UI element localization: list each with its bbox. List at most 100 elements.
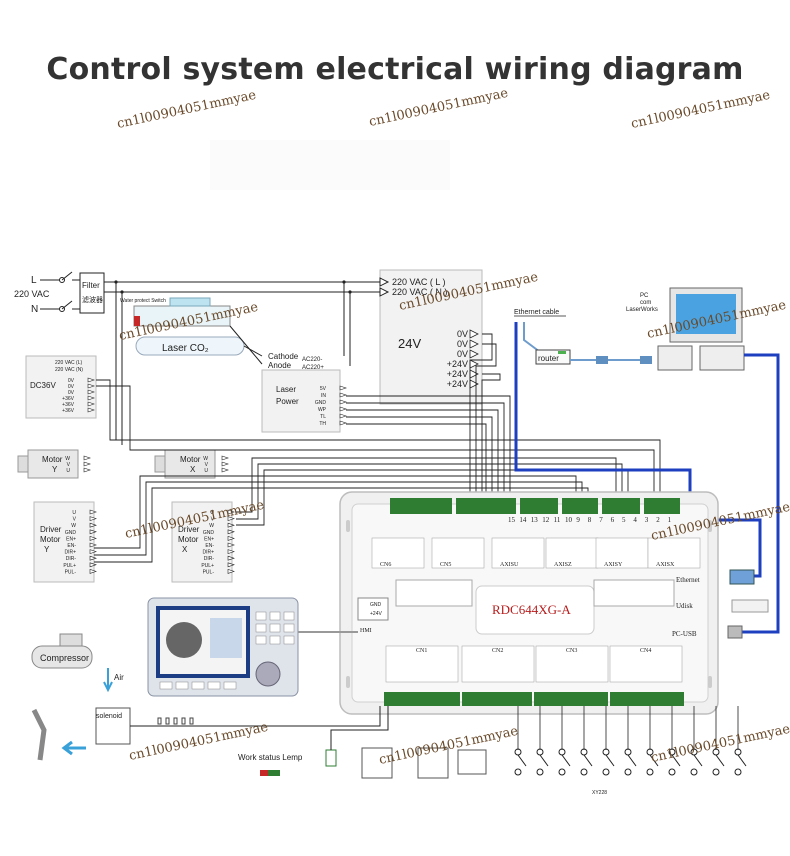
water-switch-label: Water protect Switch (120, 298, 166, 304)
limit-switch-lever (539, 754, 549, 767)
watermark-text: cn1l00904051mmyae (116, 88, 258, 132)
limit-switch-icon (668, 768, 676, 776)
driver-x-terminal (227, 549, 235, 555)
limit-switch-icon (690, 768, 698, 776)
limit-switch-lever (627, 754, 637, 767)
top-pin-number: 8 (588, 516, 592, 524)
driver-x-pin: DIR- (204, 556, 215, 562)
pc-label: PC (640, 293, 649, 299)
ac-input: L 220 VAC N Filter 滤波器 (14, 271, 380, 445)
dc36-out-pin: 0V (68, 378, 75, 384)
driver-y-terminal (89, 516, 97, 522)
filter-cn-label: 滤波器 (82, 295, 103, 304)
driver-x-pin: GND (203, 530, 215, 536)
driver-x-terminal (227, 555, 235, 561)
udisk-port-label: Udisk (676, 602, 693, 610)
solenoid-icon (95, 707, 131, 745)
bottom-connector-group (609, 645, 683, 683)
driver-y-label-1: Driver (40, 525, 62, 534)
dc36-in-l: 220 VAC (L) (55, 360, 82, 366)
driver-y-terminal (89, 522, 97, 528)
limit-switch-lever (517, 754, 527, 767)
driver-y-terminal (89, 535, 97, 541)
driver-x-terminal (227, 529, 235, 535)
top-connector-label: AXISU (500, 562, 519, 568)
signal-wire (346, 416, 493, 498)
limit-switch-lever (737, 754, 747, 767)
bottom-peripherals: Work status Lemp XY228 (238, 706, 747, 796)
driver-x-pin: DIR+ (202, 550, 214, 556)
motor-x-pin: V (205, 462, 209, 468)
psu-output-label: +24V (447, 359, 468, 369)
xy-label: XY228 (592, 790, 607, 796)
pc-com-label: com (640, 300, 651, 306)
dc36-out-pin: 0V (68, 384, 75, 390)
laser-power-label-1: Laser (276, 385, 296, 394)
dc36-out-pin: +36V (62, 402, 74, 408)
watermark-text: cn1l00904051mmyae (630, 88, 772, 132)
dc36-label: DC36V (30, 381, 56, 390)
limit-switch-icon (580, 768, 588, 776)
diagram-title: Control system electrical wiring diagram (46, 52, 744, 87)
router-label: router (538, 354, 559, 363)
driver-x-terminal (227, 542, 235, 548)
limit-switch-lever (671, 754, 681, 767)
psu-output-label: 0V (457, 329, 468, 339)
ethernet-port-icon (729, 569, 755, 585)
driver-y-axis: Y (44, 545, 50, 554)
psu-output-terminal (469, 349, 479, 359)
motor-x-terminal (221, 455, 229, 461)
top-connector-label: AXISX (656, 562, 675, 568)
hmi-gnd-pin: GND (370, 602, 382, 608)
driver-y-pin: GND (65, 530, 77, 536)
driver-x-pin: V (211, 517, 215, 523)
ethernet-cable-label: Ethernet cable (514, 309, 559, 316)
pcusb-port-label: PC-USB (672, 630, 697, 638)
limit-switch-icon (558, 768, 566, 776)
driver-y-terminal (89, 549, 97, 555)
limit-switch-icon (514, 768, 522, 776)
limit-switch-lever (649, 754, 659, 767)
laser-power-io-pin: TL (320, 414, 326, 420)
signal-wire (236, 469, 629, 526)
hmi-panel (147, 597, 358, 697)
motor-y-terminal (83, 455, 91, 461)
dc36-out-terminal (87, 377, 95, 383)
driver-y-pin: EN- (67, 543, 76, 549)
driver-x: Driver Motor X UVWGNDEN+EN-DIR+DIR-PUL+P… (171, 501, 235, 583)
driver-y-pin: DIR+ (64, 550, 76, 556)
watermark-text: cn1l00904051mmyae (368, 86, 510, 130)
driver-y-pin: PUL- (65, 569, 77, 575)
anode-label: Anode (268, 361, 292, 370)
laser-head-icon (31, 708, 47, 761)
neutral-label: N (31, 304, 38, 315)
bottom-connector-label: CN2 (492, 648, 503, 654)
hmi-24v-pin: +24V (370, 611, 382, 617)
dc36-out-terminal (87, 401, 95, 407)
dc36-out-pin: 0V (68, 390, 75, 396)
driver-x-pin: U (210, 510, 214, 516)
motor-y-pin: U (66, 468, 70, 474)
psu-voltage: 24V (398, 336, 421, 351)
work-lamp-label: Work status Lemp (238, 753, 303, 762)
usb-plug-icon (727, 625, 743, 639)
driver-x-label-1: Driver (178, 525, 200, 534)
signal-wire (94, 481, 583, 556)
driver-y-terminal (89, 562, 97, 568)
psu-output-label: +24V (447, 379, 468, 389)
top-pin-number: 2 (656, 516, 660, 524)
motor-x-axis: X (190, 465, 196, 474)
driver-x-axis: X (182, 545, 188, 554)
driver-y-pin: EN+ (66, 536, 76, 542)
driver-x-terminal (227, 562, 235, 568)
limit-switch-lever (605, 754, 615, 767)
top-pin-number: 6 (611, 516, 615, 524)
bottom-connector-label: CN1 (416, 648, 427, 654)
limit-switch-icon (712, 768, 720, 776)
top-connector-group (647, 537, 701, 569)
signal-wire (94, 475, 577, 549)
top-pin-number: 5 (622, 516, 626, 524)
pc-tower (699, 345, 745, 371)
